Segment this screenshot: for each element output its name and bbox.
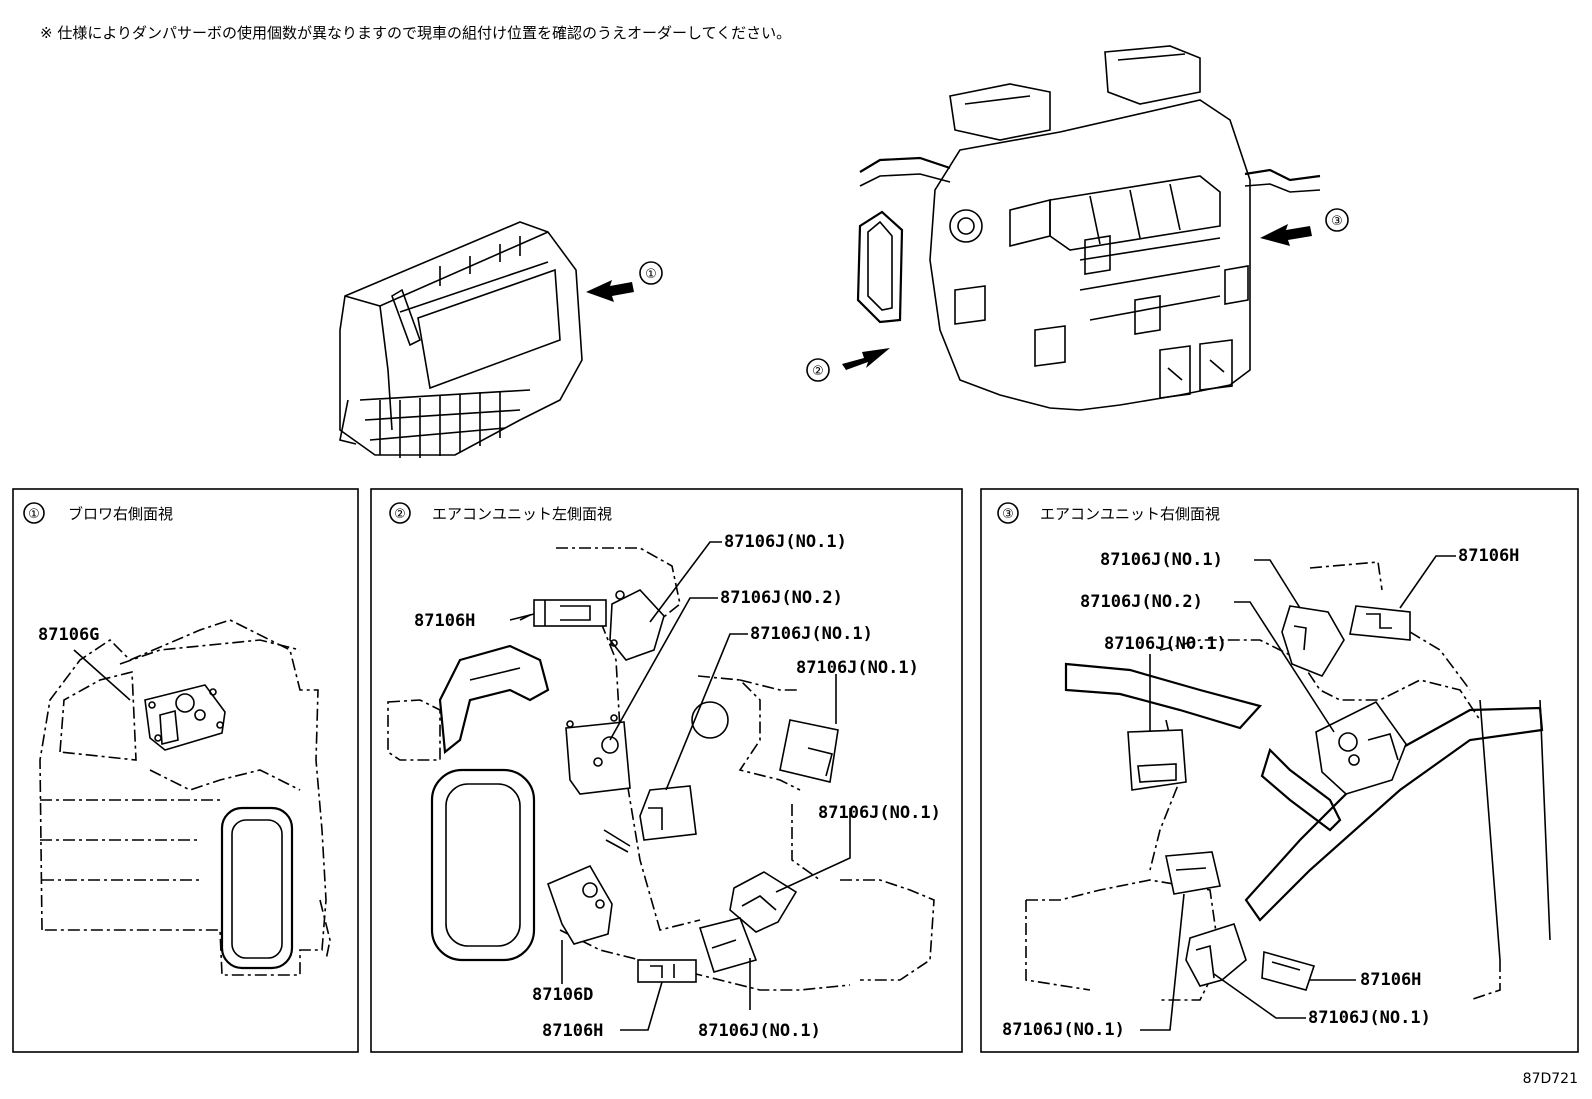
damper-servo-p3-87106J-no1-top: [1281, 605, 1345, 677]
damper-servo-87106J-no1-mid: [639, 785, 697, 841]
damper-servo-87106J-no1-bottom: [698, 917, 758, 973]
label-p2-87106J-no1-c: 87106J(NO.1): [796, 658, 919, 678]
panel-3-title: エアコンユニット右側面視: [1040, 505, 1220, 523]
label-p3-87106J-no1-a: 87106J(NO.1): [1100, 550, 1223, 570]
damper-servo-87106J-no1-top: [609, 589, 665, 661]
arrow-1: ①: [586, 261, 663, 302]
panel-2-leaders: [509, 541, 851, 1031]
panel-1-drawing: [39, 619, 331, 976]
damper-servo-p3-87106J-no2: [1315, 700, 1407, 795]
damper-servo-p3-87106J-no1-mid: [1127, 729, 1187, 791]
damper-servo-p3-87106J-no1-bottom: [1185, 922, 1247, 987]
label-p2-87106D: 87106D: [532, 985, 593, 1005]
panel-2-title: エアコンユニット左側面視: [432, 505, 612, 523]
blower-unit-drawing: [339, 221, 583, 458]
panel-3-number: ③: [1002, 507, 1014, 522]
label-p2-87106H-b: 87106H: [542, 1021, 603, 1041]
damper-servo-p3-87106J-no1-lower: [1165, 851, 1221, 895]
leader-87106G: [73, 649, 131, 701]
panel-1-number: ①: [28, 507, 40, 522]
arrow-3: ③: [1260, 208, 1349, 246]
damper-servo-p3-87106H-top: [1349, 605, 1411, 641]
panel-1-circle: [23, 502, 45, 524]
label-p2-87106J-no1-d: 87106J(NO.1): [818, 803, 941, 823]
label-p3-87106J-no1-d: 87106J(NO.1): [1002, 1020, 1125, 1040]
arrow-2-number: ②: [812, 364, 824, 379]
arrow-2: ②: [806, 348, 890, 382]
label-p2-87106J-no1-b: 87106J(NO.1): [750, 624, 873, 644]
order-note: ※ 仕様によりダンパサーボの使用個数が異なりますので現車の組付け位置を確認のうえ…: [40, 24, 792, 42]
label-p3-87106J-no2: 87106J(NO.2): [1080, 592, 1203, 612]
label-p2-87106J-no1-a: 87106J(NO.1): [724, 532, 847, 552]
damper-servo-87106J-no1-lower-right: [729, 871, 798, 933]
panel-3-leaders: [1140, 555, 1456, 1031]
panel-2-number: ②: [394, 507, 406, 522]
label-p2-87106J-no1-e: 87106J(NO.1): [698, 1021, 821, 1041]
panel-1-title: ブロワ右側面視: [68, 505, 173, 523]
damper-servo-87106G: [144, 684, 226, 751]
label-p2-87106H-a: 87106H: [414, 611, 475, 631]
label-p3-87106J-no1-c: 87106J(NO.1): [1308, 1008, 1431, 1028]
damper-servo-87106H-upper: [533, 599, 607, 627]
label-87106G: 87106G: [38, 625, 99, 645]
damper-servo-87106J-no2: [565, 714, 631, 795]
panel-1-frame: [12, 488, 359, 1053]
arrow-1-number: ①: [645, 267, 657, 282]
panel-3-circle: [997, 502, 1019, 524]
damper-servo-87106H-lower: [637, 959, 697, 983]
damper-servo-p3-87106H-bottom: [1261, 950, 1316, 991]
arrow-3-number: ③: [1331, 214, 1343, 229]
panel-2-circle: [389, 502, 411, 524]
label-p2-87106J-no2: 87106J(NO.2): [720, 588, 843, 608]
figure-id: 87D721: [1522, 1071, 1578, 1087]
damper-servo-87106D: [546, 864, 613, 945]
label-p3-87106H-a: 87106H: [1458, 546, 1519, 566]
ac-unit-drawing: [856, 45, 1321, 411]
label-p3-87106H-b: 87106H: [1360, 970, 1421, 990]
label-p3-87106J-no1-b: 87106J(NO.1): [1104, 634, 1227, 654]
panel-3-frame: [980, 488, 1579, 1053]
damper-servo-87106J-no1-right: [779, 719, 839, 783]
panel-2-frame: [370, 488, 963, 1053]
